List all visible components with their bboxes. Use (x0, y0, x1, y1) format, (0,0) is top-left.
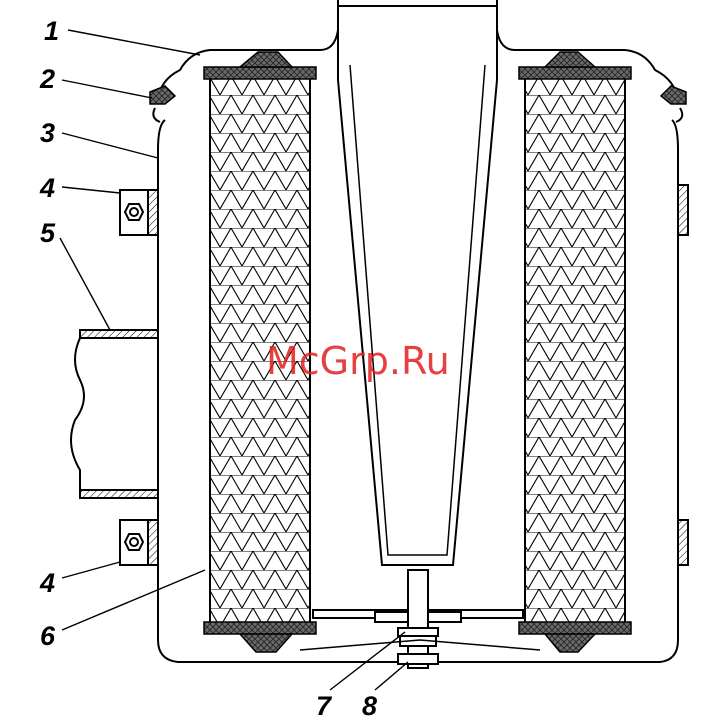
callout-1: 1 (44, 16, 59, 46)
inlet-pipe (71, 330, 158, 498)
watermark: McGrp.Ru (266, 339, 450, 383)
callout-4-top: 4 (39, 173, 55, 203)
central-tube (338, 0, 497, 565)
callout-6: 6 (40, 621, 56, 651)
filter-element-right (525, 78, 625, 624)
callout-8: 8 (362, 691, 377, 719)
callout-5: 5 (40, 218, 56, 248)
callout-7: 7 (316, 691, 333, 719)
bottom-bracket (300, 570, 540, 668)
callout-2: 2 (39, 64, 55, 94)
callout-3: 3 (40, 118, 55, 148)
callout-4-bottom: 4 (39, 568, 55, 598)
